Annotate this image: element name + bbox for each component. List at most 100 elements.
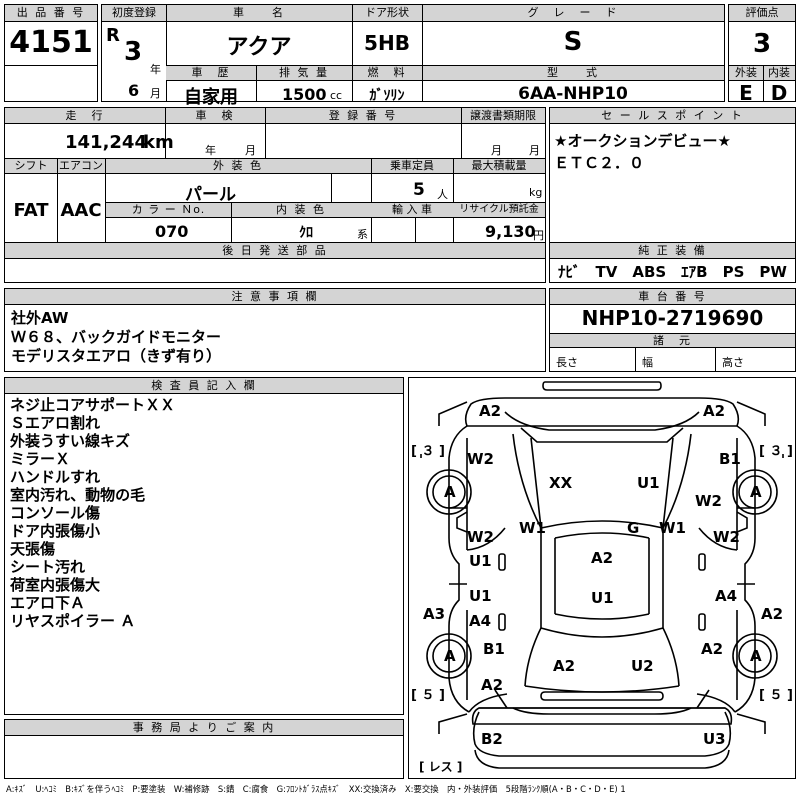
sales-line-2: ＥＴＣ２．０	[554, 154, 645, 172]
chassis-label: 車 台 番 号	[550, 289, 795, 305]
inspector-label: 検 査 員 記 入 欄	[5, 378, 403, 394]
inspector-line-8: ドア内張傷小	[10, 522, 101, 540]
sales-point-box: セ ー ル ス ポ イ ン ト ★オークションデビュー★ ＥＴＣ２．０ 純 正 …	[549, 107, 796, 283]
inspector-line-12: エアロ下Ａ	[10, 594, 86, 612]
inspection-year-unit: 年	[205, 144, 216, 157]
reg-month: 6	[128, 81, 140, 100]
month-unit: 月	[150, 87, 161, 100]
bracket-rear-left: [ ５ ]	[411, 688, 445, 703]
grade-label: グ レ ー ド	[422, 5, 724, 22]
fuel-label: 燃 料	[352, 66, 422, 81]
exterior-label: 外装	[729, 66, 763, 81]
history-label: 車 歴	[166, 66, 256, 81]
bracket-front-left: [ ３ ]	[411, 444, 445, 459]
transfer-month-unit: 月	[491, 144, 502, 157]
damage-hood-left: XX	[549, 474, 573, 492]
mileage: 141,244	[65, 132, 147, 153]
details-grid: 走 行 車 検 登 録 番 号 譲渡書類期限 141,244 km 年 月 月 …	[4, 107, 546, 283]
inspector-line-3: 外装うすい線キズ	[10, 432, 131, 450]
interior-score: D	[770, 81, 788, 105]
door-type: 5HB	[364, 31, 410, 55]
lot-number: 4151	[9, 25, 93, 60]
lot-number-label: 出 品 番 号	[5, 5, 97, 22]
color-no: 070	[155, 222, 189, 241]
mileage-label: 走 行	[5, 108, 165, 124]
ac: AAC	[60, 200, 102, 221]
damage-pillar-left: W1	[519, 519, 546, 537]
int-color-unit: 系	[357, 228, 368, 241]
damage-bumper-left: B2	[481, 730, 503, 748]
damage-door-rr: A4	[715, 587, 738, 605]
mileage-unit: km	[143, 132, 174, 153]
legend: A:ｷｽﾞ U:ﾍｺﾐ B:ｷｽﾞを伴うﾍｺﾐ P:要塗装 W:補修跡 S:錆 …	[6, 784, 626, 794]
reg-year: 3	[124, 37, 143, 67]
score-label: 評価点	[729, 5, 795, 22]
damage-hood-right: U1	[637, 474, 660, 492]
damage-quarter-right: A2	[761, 605, 784, 623]
damage-tire-rr: A	[750, 647, 762, 665]
length-label: 長さ	[556, 356, 578, 369]
vehicle-info-box: 初度登録 車 名 ドア形状 グ レ ー ド R 3 年 6 月 アクア 5HB …	[101, 4, 725, 108]
bracket-front-right: [ ３ ]	[759, 444, 793, 459]
fuel: ｶﾞｿﾘﾝ	[369, 88, 405, 104]
damage-front-right: A2	[703, 402, 726, 420]
bracket-rear-right: [ ５ ]	[759, 688, 793, 703]
damage-fender-fl: W2	[467, 450, 494, 468]
note-line-3: モデリスタエアロ（きず有り）	[11, 347, 222, 365]
inspector-line-11: 荷室内張傷大	[10, 576, 101, 594]
year-unit: 年	[150, 63, 161, 76]
shift-label: シフト	[5, 159, 57, 174]
damage-rear-corner-left: A2	[481, 676, 504, 694]
inspection-label: 車 検	[165, 108, 265, 124]
capacity-unit: 人	[437, 188, 448, 201]
sales-point-label: セ ー ル ス ポ イ ン ト	[550, 108, 795, 124]
transfer-label: 譲渡書類期限	[461, 108, 545, 124]
inspector-line-9: 天張傷	[10, 540, 56, 558]
grade: S	[563, 27, 583, 57]
int-color-label: 内 装 色	[231, 203, 371, 218]
reg-no-label: 登 録 番 号	[265, 108, 461, 124]
damage-roof-front: A2	[591, 549, 614, 567]
note-line-1: 社外AW	[11, 309, 69, 327]
height-label: 高さ	[722, 356, 744, 369]
displacement-unit: cc	[330, 89, 343, 102]
ac-label: エアコン	[57, 159, 105, 174]
damage-rear-fender-right: A2	[701, 640, 724, 658]
damage-door-fr: W2	[713, 528, 740, 546]
score: 3	[752, 29, 772, 59]
color-label: 外 装 色	[105, 159, 371, 174]
rest-label: [ レス ]	[419, 760, 463, 774]
damage-pillar-right: W1	[659, 519, 686, 537]
inspector-line-4: ミラーＸ	[10, 450, 71, 468]
model: 6AA-NHP10	[518, 84, 628, 104]
load-label: 最大積載量	[453, 159, 545, 174]
int-color: ｸﾛ	[299, 225, 313, 241]
displacement-label: 排 気 量	[256, 66, 352, 81]
damage-glass: G	[627, 519, 640, 537]
equipment-label: 純 正 装 備	[550, 243, 795, 259]
damage-rear-fender-left: B1	[483, 640, 505, 658]
later-parts-label: 後 日 発 送 部 品	[5, 243, 545, 259]
interior-label: 内装	[763, 66, 795, 81]
damage-door-fl-top: W2	[467, 528, 494, 546]
inspector-line-7: コンソール傷	[10, 504, 101, 522]
damage-quarter-left: A3	[423, 605, 446, 623]
inspector-line-6: 室内汚れ、動物の毛	[10, 486, 146, 504]
damage-pillar-fr: W2	[695, 492, 722, 510]
first-reg-label: 初度登録	[102, 5, 166, 22]
era: R	[106, 25, 120, 46]
recycle-unit: 円	[533, 229, 544, 242]
damage-front-left: A2	[479, 402, 502, 420]
exterior-score: E	[739, 81, 753, 105]
exterior-color: パール	[185, 185, 236, 205]
specs-label: 諸 元	[550, 334, 795, 348]
damage-door-rl-bottom: A4	[469, 612, 492, 630]
chassis-number: NHP10-2719690	[581, 306, 764, 330]
lot-number-box: 出 品 番 号 4151	[4, 4, 98, 102]
history: 自家用	[184, 87, 238, 108]
damage-door-rl-top: U1	[469, 587, 492, 605]
notes-box: 注 意 事 項 欄 社外AW Ｗ６８、バックガイドモニター モデリスタエアロ（き…	[4, 288, 546, 372]
load-unit: kg	[529, 186, 543, 199]
inspector-box: 検 査 員 記 入 欄 ネジ止コアサポートＸＸ Ｓエアロ割れ 外装うすい線キズ …	[4, 377, 404, 715]
damage-trunk-right: U2	[631, 657, 654, 675]
